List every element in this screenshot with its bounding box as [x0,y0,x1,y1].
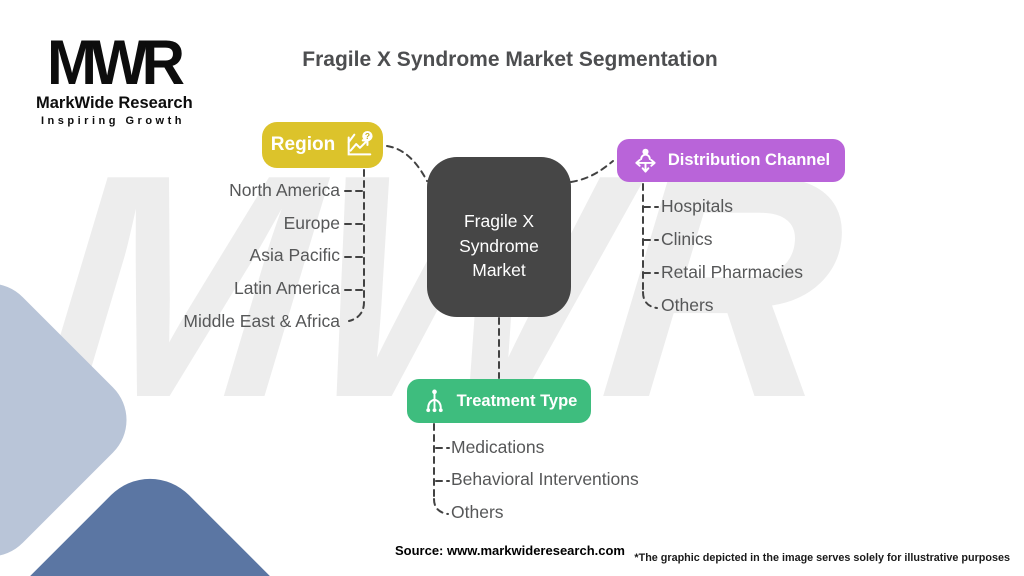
logo-tagline: Inspiring Growth [41,115,185,127]
region-item: Middle East & Africa [183,311,340,332]
logo: MWR MarkWide Research Inspiring Growth [36,27,193,127]
distribution-channel-list: Hospitals Clinics Retail Pharmacies Othe… [661,190,803,322]
region-item: Europe [283,212,340,233]
logo-monogram: MWR [47,27,185,98]
person-distribution-arrows-icon [635,148,656,173]
region-list: North America Europe Asia Pacific Latin … [183,174,340,338]
region-item: Latin America [233,278,340,299]
treatment-type-item: Medications [451,436,545,457]
distribution-channel-item: Hospitals [661,196,733,216]
treatment-type-badge: Treatment Type [407,379,591,423]
branching-tree-icon [425,389,443,412]
distribution-channel-item: Clinics [661,229,713,249]
treatment-type-list: Medications Behavioral Interventions Oth… [451,431,639,529]
region-badge: Region ? [262,122,383,168]
disclaimer-text: *The graphic depicted in the image serve… [634,552,1010,564]
logo-name: MarkWide Research [36,94,193,112]
distribution-channel-item: Retail Pharmacies [661,262,803,282]
distribution-channel-item: Others [661,295,714,315]
page-title: Fragile X Syndrome Market Segmentation [302,48,718,71]
center-node: Fragile X Syndrome Market [427,157,571,317]
region-item: Asia Pacific [249,245,340,266]
treatment-type-badge-label: Treatment Type [456,391,578,410]
region-badge-label: Region [270,134,336,155]
treatment-type-item: Others [451,501,504,522]
center-node-label: Fragile X Syndrome Market [459,211,539,281]
source-text: Source: www.markwideresearch.com [394,543,625,558]
line-chart-question-icon: ? [347,130,373,156]
treatment-type-item: Behavioral Interventions [451,469,639,490]
distribution-channel-badge-label: Distribution Channel [667,151,831,169]
svg-text:?: ? [365,131,370,141]
region-item: North America [229,179,340,200]
distribution-channel-badge: Distribution Channel [617,139,845,182]
